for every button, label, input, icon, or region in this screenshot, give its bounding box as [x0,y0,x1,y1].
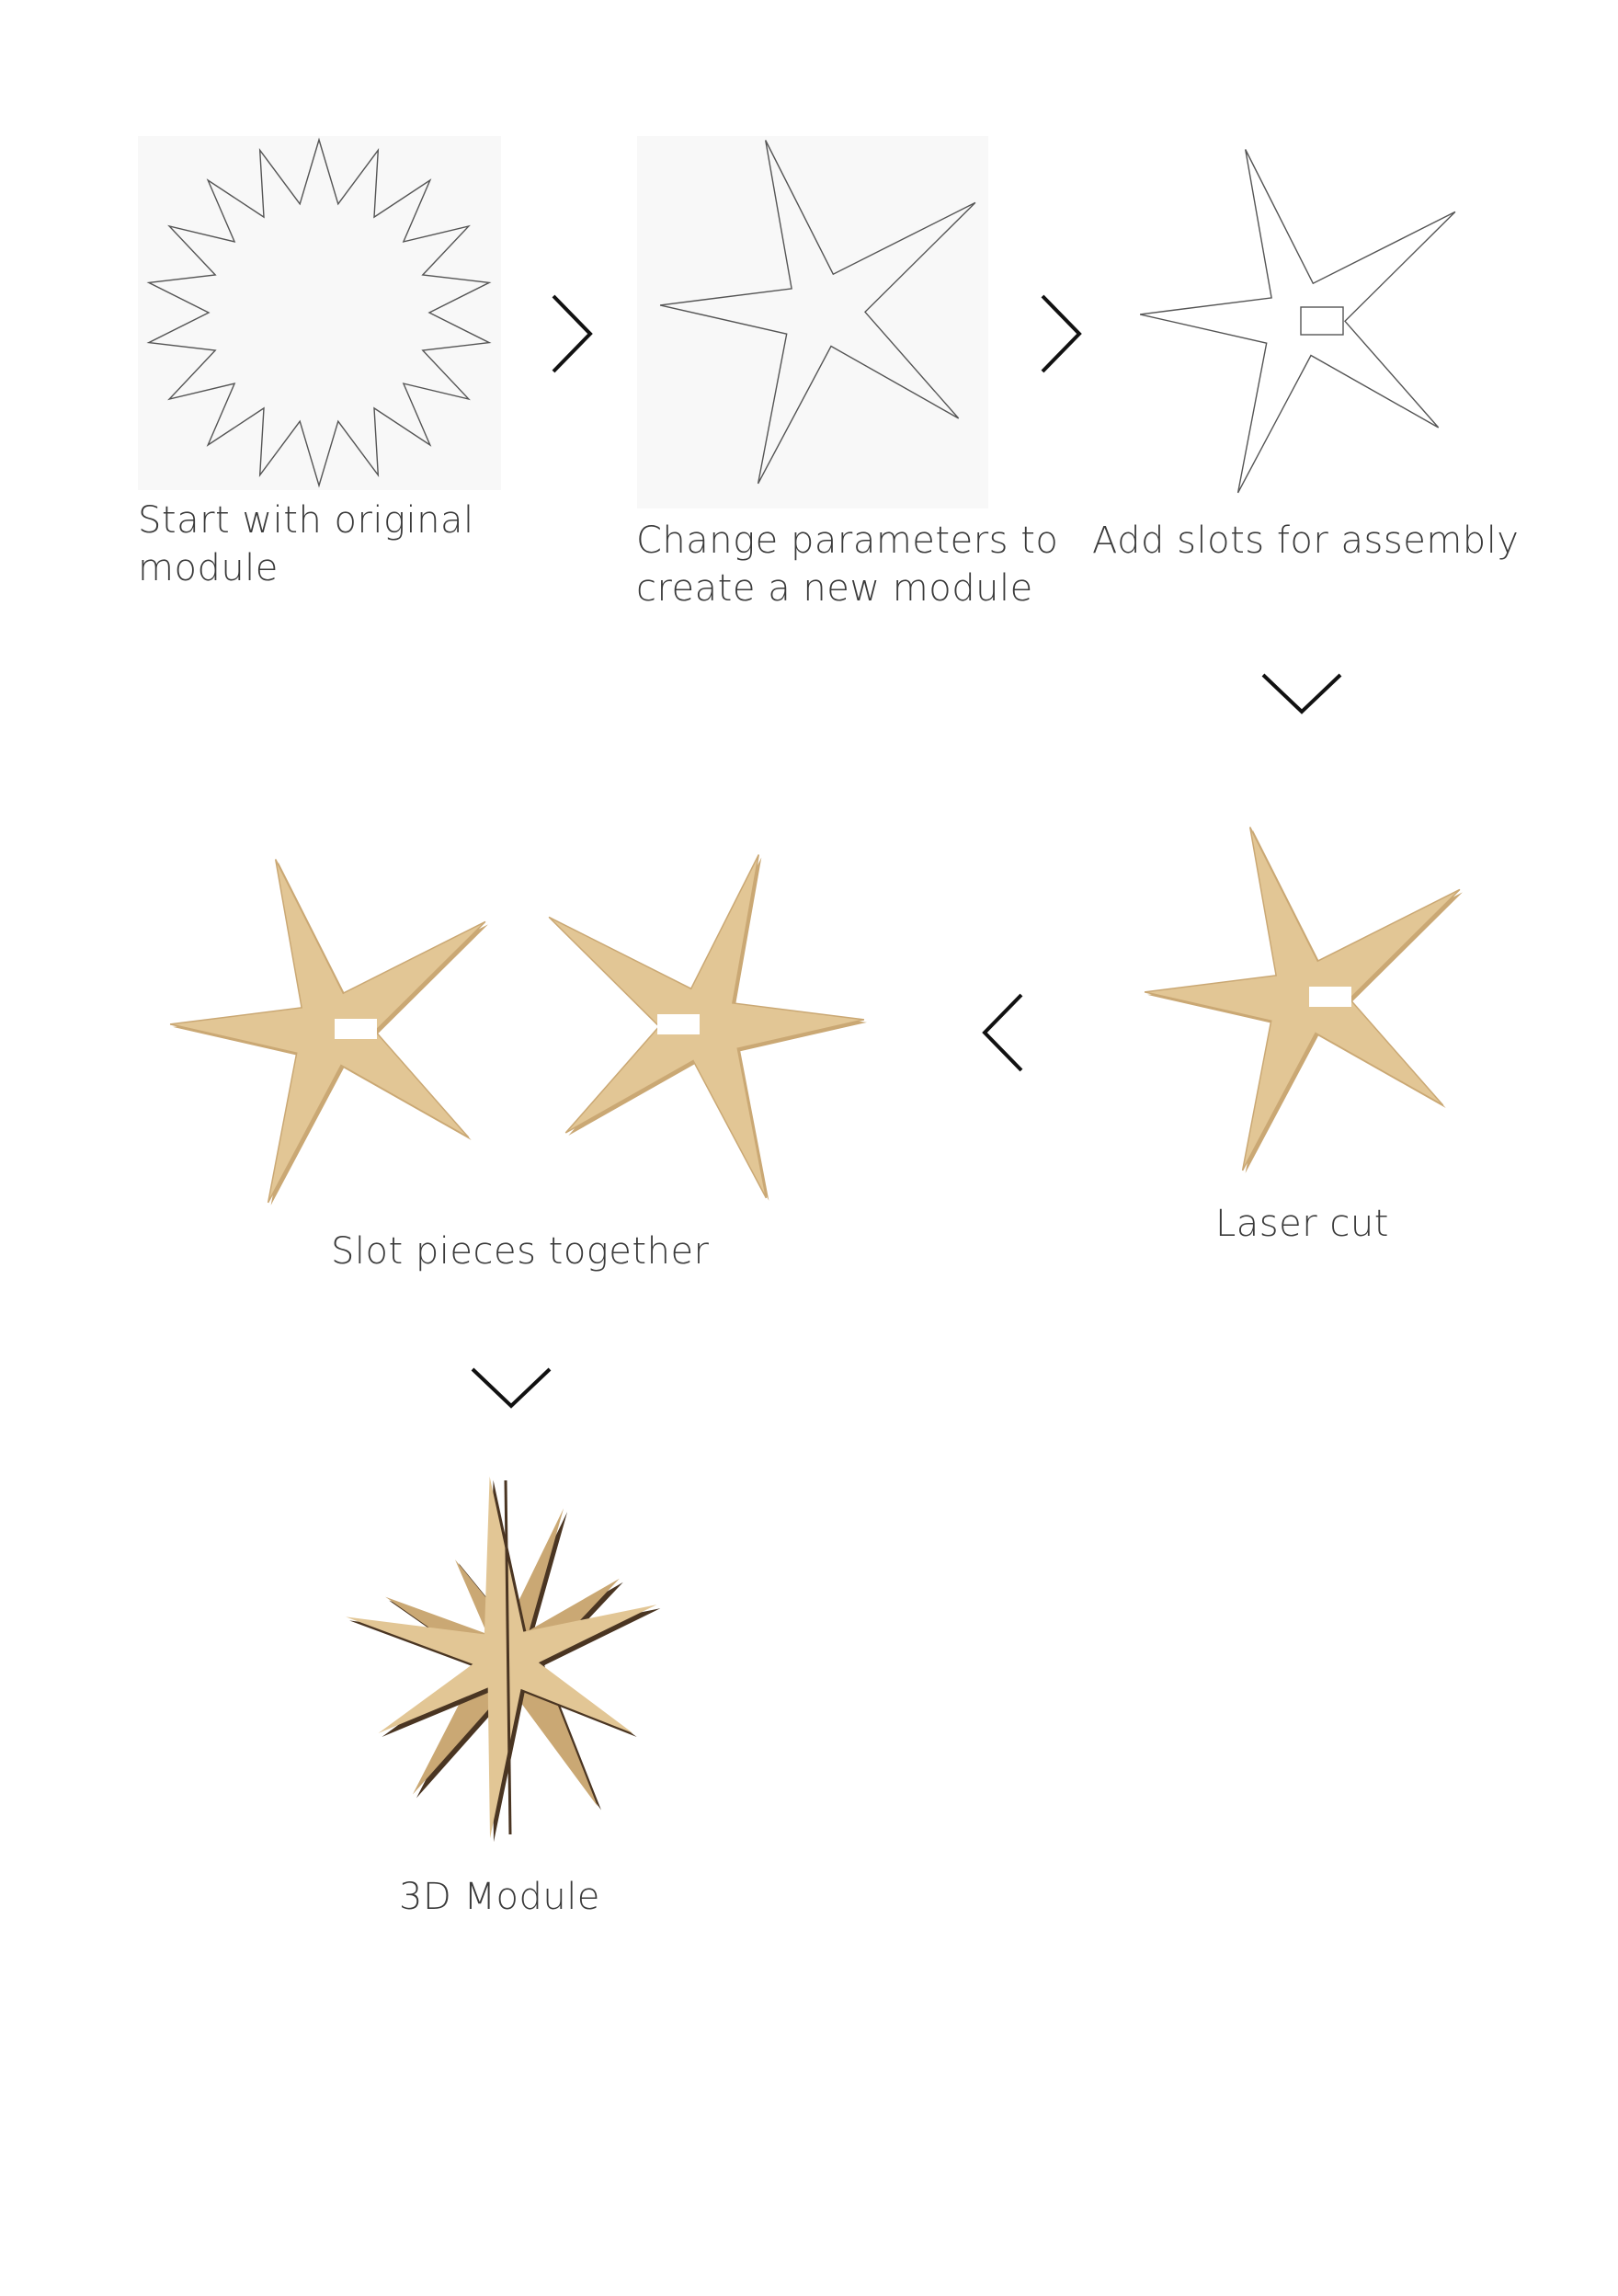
chevron-left-icon [982,993,1023,1072]
caption-slots-line-1: Add slots for assembly [1092,520,1520,562]
new-module-panel [637,136,988,508]
caption-new-module: Change parameters to create a new module [636,517,1058,612]
caption-3d-module-line-1: 3D Module [399,1876,600,1918]
caption-laser-cut-line-1: Laser cut [1215,1203,1389,1245]
slot-pieces-left [169,859,488,1205]
assembly-slot [1300,306,1344,336]
laser-cut-piece [1144,827,1463,1173]
module-piece-front [346,1476,657,1839]
laser-cut-slot [1309,987,1351,1007]
star-outline-slotted [1139,149,1456,494]
chevron-down-icon [1261,673,1342,714]
right-piece-slot [657,1014,700,1034]
caption-slot-together-line-1: Slot pieces together [331,1230,710,1273]
wood-piece [548,854,865,1199]
caption-original-line-2: module [138,547,279,589]
star-outline-18-point [146,137,492,488]
original-module-outline [146,137,492,488]
original-module-panel [138,136,501,490]
left-piece-slot [335,1019,377,1039]
slotted-module-outline [1139,149,1456,494]
caption-laser-cut: Laser cut [1215,1200,1389,1248]
chevron-right-icon [1041,294,1082,373]
wood-piece [169,859,486,1204]
chevron-right-icon [552,294,593,373]
caption-3d-module: 3D Module [399,1873,600,1921]
caption-new-module-line-2: create a new module [636,567,1033,610]
caption-original: Start with original module [138,497,474,592]
slot-pieces-right [548,854,867,1201]
star-outline-6-point [659,140,976,485]
3d-module-model [346,1476,661,1843]
caption-new-module-line-1: Change parameters to [636,520,1059,562]
caption-original-line-1: Start with original [138,499,474,542]
wood-piece [1144,827,1461,1171]
chevron-down-icon [471,1367,552,1409]
new-module-outline [659,140,976,485]
caption-slot-together: Slot pieces together [331,1228,710,1275]
caption-slots: Add slots for assembly [1092,517,1519,565]
module-interlock-edge [504,1479,512,1835]
